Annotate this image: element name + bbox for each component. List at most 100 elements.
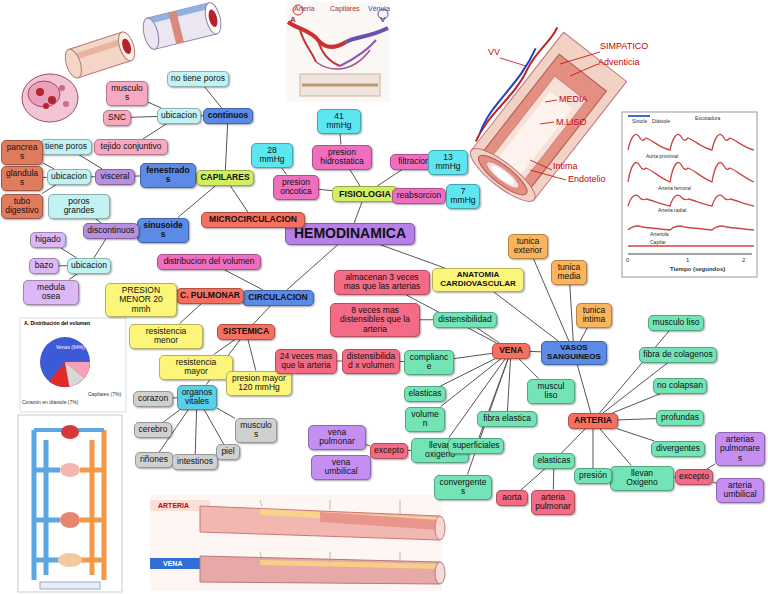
concept-box: volumen xyxy=(405,407,445,432)
illustration-label: Escotadura xyxy=(695,116,720,121)
capillary-illustration xyxy=(22,74,78,122)
node-text: muscul liso xyxy=(531,382,571,401)
concept-box: HEMODINAMICA xyxy=(285,223,415,245)
capillary-network xyxy=(316,50,370,69)
connector-line xyxy=(204,87,221,108)
concept-box: C. PULMONAR xyxy=(176,288,244,304)
concept-box: reabsorcion xyxy=(392,188,446,204)
concept-box: pancreas xyxy=(1,140,43,165)
capillary-network xyxy=(286,2,390,102)
node-text: VENA xyxy=(496,346,526,356)
capillary-network xyxy=(286,2,390,102)
connector-line xyxy=(580,328,587,341)
illustration-label: Arteria xyxy=(294,5,315,12)
concept-box: poros grandes xyxy=(48,194,110,219)
circulation-scheme xyxy=(18,415,122,592)
node-text: sinusoides xyxy=(141,221,185,240)
connector-line xyxy=(600,429,632,466)
illustration-label: Tiempo (segundos) xyxy=(670,266,725,272)
connector-line xyxy=(600,331,670,413)
pressure-chart xyxy=(628,134,754,150)
concept-box: ANATOMIA CARDIOVASCULAR xyxy=(432,268,524,292)
illustration-label: A. Distribución del volumen xyxy=(24,321,90,326)
artery-illustration xyxy=(454,25,626,209)
pressure-chart xyxy=(628,254,752,255)
connector-line xyxy=(281,168,286,175)
capillary-illustration xyxy=(147,3,211,24)
concept-box: convergentes xyxy=(434,475,492,500)
connector-line xyxy=(69,274,78,280)
illustration-label: Capilar xyxy=(650,240,666,245)
capillary-network xyxy=(302,84,378,87)
capillary-illustration xyxy=(62,47,85,80)
concept-box: musculo liso xyxy=(648,315,704,331)
concept-box: 7 mmHg xyxy=(446,184,480,209)
pressure-chart xyxy=(628,195,754,206)
capillary-illustration xyxy=(202,1,223,35)
connector-line xyxy=(214,340,235,355)
node-text: cerebro xyxy=(138,425,168,435)
node-text: elasticas xyxy=(537,456,571,466)
concept-box: VENA xyxy=(492,343,530,359)
connector-line xyxy=(217,408,235,418)
node-text: HEMODINAMICA xyxy=(289,226,411,242)
circulation-scheme xyxy=(60,463,80,477)
capillary-illustration xyxy=(22,74,78,122)
node-text: distensibilidad x volumen xyxy=(346,352,396,371)
connector-line xyxy=(521,469,545,490)
connector-line xyxy=(148,102,161,108)
concept-box: ubicacion xyxy=(47,169,91,185)
node-text: SNC xyxy=(107,113,127,123)
node-text: musculo liso xyxy=(652,318,700,328)
concept-box: bazo xyxy=(29,258,59,274)
connector-line xyxy=(230,186,248,212)
capillary-illustration xyxy=(59,85,65,91)
concept-box: ubicacion xyxy=(67,258,111,274)
illustration-label: Vénula xyxy=(368,5,390,12)
illustration-label: Diástole xyxy=(652,119,670,124)
connector-line xyxy=(593,429,594,468)
capillary-illustration xyxy=(207,9,219,28)
illustration-label: Adventicia xyxy=(598,58,640,67)
concept-box: aorta xyxy=(496,490,528,506)
illustration-label: 1 xyxy=(686,257,689,263)
pressure-chart xyxy=(628,115,650,117)
node-text: discontinuos xyxy=(87,226,135,236)
node-text: distribucion del volumen xyxy=(161,257,257,267)
node-text: presion hidrostatica xyxy=(316,148,368,167)
concept-box: arterias pulmonares xyxy=(715,432,765,467)
node-text: CIRCULACION xyxy=(246,293,310,303)
concept-box: tunica exterior xyxy=(508,234,548,259)
capillary-illustration xyxy=(168,11,184,44)
illustration-label: Arteriola xyxy=(650,232,669,237)
circulation-scheme xyxy=(34,430,60,580)
concept-box: ARTERIA xyxy=(568,413,618,429)
connector-line xyxy=(507,359,510,411)
node-text: divergentes xyxy=(655,444,701,454)
artery-illustration xyxy=(500,52,600,180)
connector-line xyxy=(380,245,445,268)
node-text: tunica exterior xyxy=(512,237,544,256)
concept-box: fibra de colagenos xyxy=(639,347,717,363)
node-text: VASOS SANGUINEOS xyxy=(545,344,603,362)
capillary-illustration xyxy=(22,1,224,122)
capillary-network xyxy=(318,40,340,66)
concept-box: arteria pulmonar xyxy=(531,490,575,515)
connector-line xyxy=(59,265,67,266)
vessel-wall-illustration xyxy=(320,512,440,530)
capillary-illustration xyxy=(36,88,44,96)
concept-box: excepto xyxy=(675,469,713,485)
concept-box: glandulas xyxy=(1,166,43,191)
node-text: tunica media xyxy=(555,263,583,282)
illustration-label: M.LISO xyxy=(556,118,587,127)
concept-box: vena umbilical xyxy=(311,455,371,480)
pressure-chart xyxy=(622,112,757,277)
concept-box: resistencia menor xyxy=(129,324,203,349)
concept-box: almacenan 3 veces mas que las arterias xyxy=(334,270,430,295)
concept-box: continuos xyxy=(203,108,253,124)
illustration-label: Endotelio xyxy=(568,175,606,184)
vessel-wall-illustration xyxy=(150,495,442,591)
connector-line xyxy=(454,353,492,358)
